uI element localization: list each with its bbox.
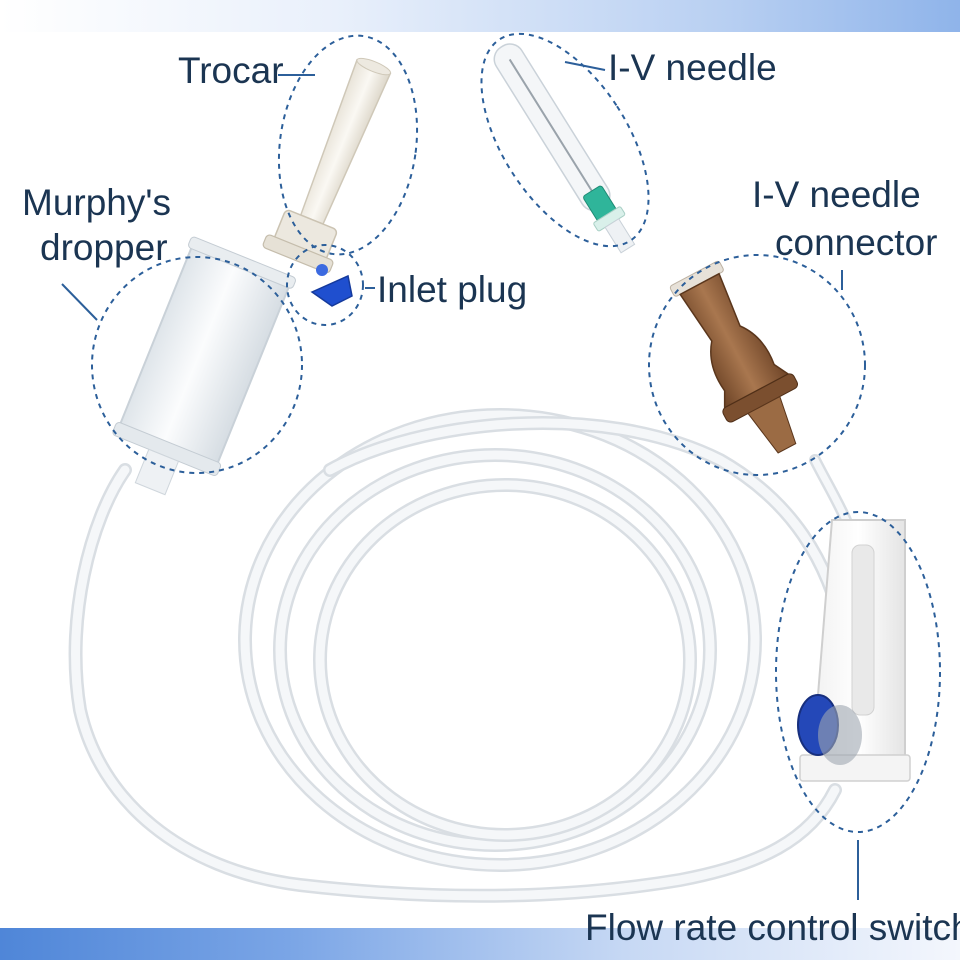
iv-needle-assembly bbox=[493, 43, 636, 254]
murphys-dropper-label-line2: dropper bbox=[40, 227, 168, 268]
roller-clamp bbox=[797, 519, 911, 782]
murphys-dropper-label-line1: Murphy's bbox=[22, 182, 171, 223]
bottom-gradient-band bbox=[0, 928, 960, 960]
iv-needle-label: I-V needle bbox=[608, 47, 777, 88]
murphys-dropper-leader-line bbox=[61, 283, 98, 321]
inlet-plug-label: Inlet plug bbox=[377, 269, 527, 310]
drip-chamber-assembly bbox=[112, 57, 392, 496]
iv-needle-connector-callout-ring bbox=[648, 254, 866, 476]
inlet-plug-cap bbox=[310, 274, 353, 307]
flow-switch-callout-ring bbox=[775, 511, 941, 833]
iv-needle-connector-label-line2: connector bbox=[775, 222, 938, 263]
iv-needle-leader-line bbox=[564, 61, 606, 71]
inlet-plug-callout-ring bbox=[286, 244, 364, 326]
tubing bbox=[68, 408, 866, 903]
flow-rate-control-switch-label: Flow rate control switch bbox=[585, 907, 960, 948]
iv-needle-connector-label-line1: I-V needle bbox=[752, 174, 921, 215]
trocar-callout-ring bbox=[277, 34, 419, 256]
murphys-dropper-callout-ring bbox=[91, 256, 303, 474]
trocar-label: Trocar bbox=[178, 50, 284, 91]
iv-needle-connector bbox=[669, 260, 798, 454]
top-gradient-band bbox=[0, 0, 960, 32]
